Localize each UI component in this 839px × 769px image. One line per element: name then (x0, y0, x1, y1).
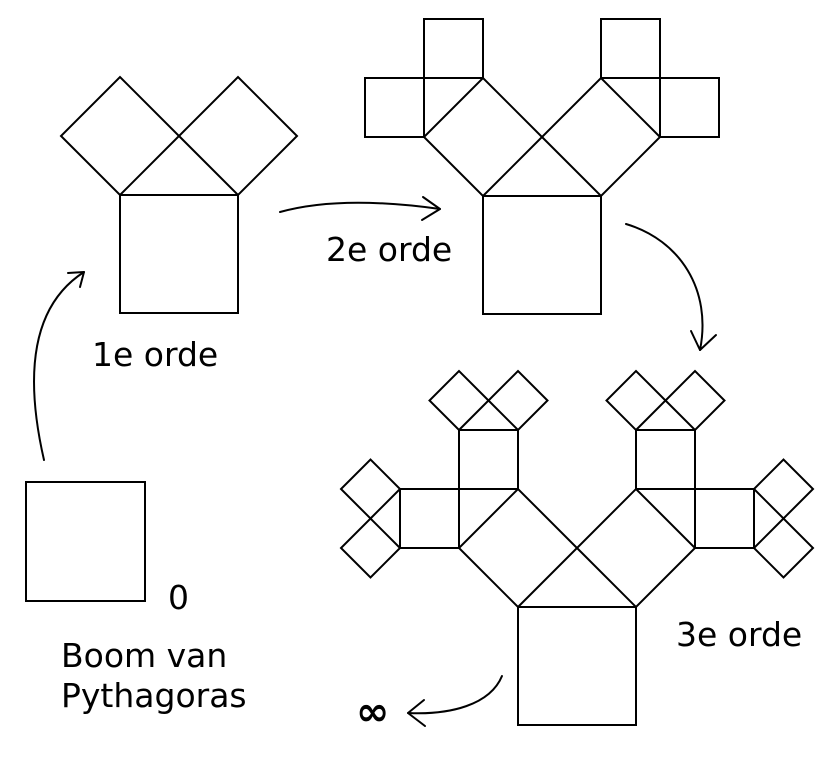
tree-order-3 (339, 369, 815, 726)
square (694, 488, 755, 549)
square (664, 369, 726, 432)
square (25, 481, 146, 602)
square (339, 517, 402, 579)
arrow-head-3-to-infinity (407, 699, 426, 727)
square (482, 195, 602, 315)
label-order-2: 2e orde (326, 230, 453, 269)
tree-order-0 (25, 481, 146, 602)
square (457, 487, 579, 609)
square (540, 76, 662, 198)
arrow-head-0-to-1 (67, 271, 85, 288)
square (399, 488, 460, 549)
square (119, 194, 239, 314)
square (605, 369, 667, 432)
square (177, 75, 299, 197)
square (364, 77, 425, 138)
square (517, 606, 637, 726)
tree-order-1 (59, 75, 299, 314)
tree-order-2 (364, 18, 720, 315)
arrow-3-to-infinity (407, 675, 503, 715)
square (635, 429, 696, 490)
square (59, 75, 181, 197)
square (752, 517, 815, 579)
label-caption: Boom van Pythagoras (61, 636, 247, 715)
square (752, 458, 815, 520)
square (428, 369, 490, 432)
arrow-head-1-to-2 (421, 196, 441, 221)
label-order-1: 1e orde (92, 335, 219, 374)
square (600, 18, 661, 79)
square (423, 18, 484, 79)
arrow-1-to-2 (279, 201, 441, 213)
label-order-3: 3e orde (676, 615, 803, 654)
label-order-0: 0 (168, 578, 189, 617)
square (659, 77, 720, 138)
square (487, 369, 549, 432)
arrow-0-to-1 (33, 271, 85, 461)
square (458, 429, 519, 490)
square (575, 487, 697, 609)
square (339, 458, 402, 520)
square (422, 76, 544, 198)
arrow-head-2-to-3 (690, 330, 717, 351)
label-infinity: ∞ (356, 689, 390, 735)
arrow-2-to-3 (625, 223, 704, 351)
